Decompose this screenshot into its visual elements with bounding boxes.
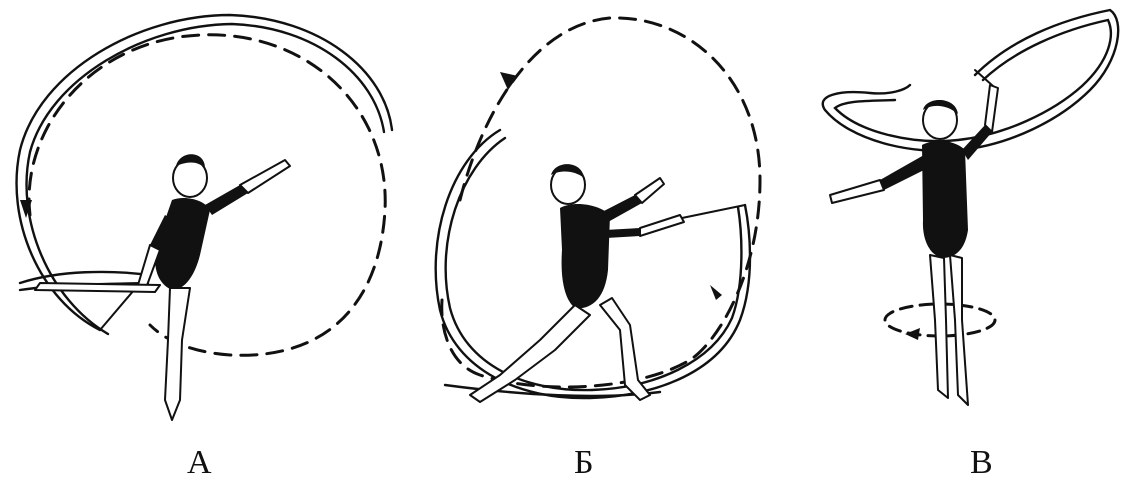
- figure-c-ribbon: [823, 10, 1118, 151]
- figure-label-c: В: [970, 446, 993, 480]
- figure-a-trajectory: [29, 35, 385, 356]
- figure-b-arrow-top: [500, 72, 518, 90]
- figure-label-a: А: [187, 446, 212, 480]
- figure-c: [823, 10, 1118, 405]
- figure-b: [436, 18, 760, 402]
- figure-a: [17, 15, 392, 420]
- figure-b-trajectory: [442, 18, 760, 387]
- figure-label-b: Б: [574, 446, 594, 480]
- figure-b-arrow-bottom: [710, 285, 722, 300]
- figure-c-arrow: [905, 328, 920, 340]
